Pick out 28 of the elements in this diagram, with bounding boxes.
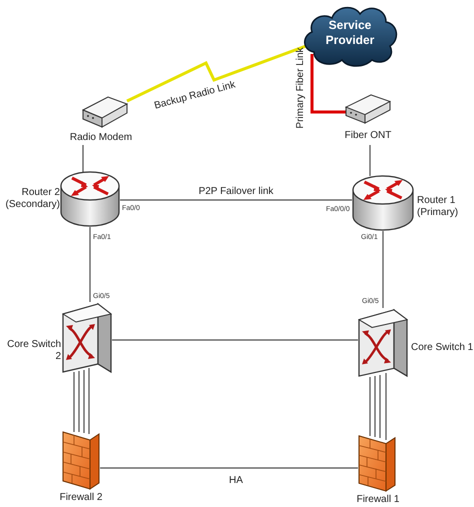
link-line xyxy=(374,376,376,437)
link-line xyxy=(382,231,384,308)
link-line xyxy=(88,368,90,434)
node-label: Core Switch 2 xyxy=(6,339,61,363)
node-label: Core Switch 1 xyxy=(411,342,474,354)
node-label: Fiber ONT xyxy=(344,130,392,142)
edge-label: Primary Fiber Link xyxy=(295,46,307,130)
link-line xyxy=(310,54,346,114)
link-line xyxy=(120,199,352,201)
node-label: Firewall 1 xyxy=(356,494,400,506)
link-line xyxy=(89,227,91,302)
link-line xyxy=(100,467,358,469)
node-label: Service Provider xyxy=(324,18,376,48)
node-label: Router 2 (Secondary) xyxy=(4,187,60,211)
link-line xyxy=(83,370,85,433)
link-line xyxy=(78,371,80,432)
link-line xyxy=(379,375,381,438)
link-line xyxy=(385,373,387,440)
edge-label: Backup Radio Link xyxy=(152,79,238,113)
link-line xyxy=(112,339,358,341)
link-line xyxy=(369,377,371,436)
radio-link xyxy=(126,44,307,102)
node-label: Firewall 2 xyxy=(58,492,104,504)
link-line xyxy=(73,372,75,432)
link-line xyxy=(82,145,84,173)
node-label: Router 1 (Primary) xyxy=(417,195,460,219)
link-line xyxy=(369,145,371,176)
node-label: Radio Modem xyxy=(68,132,134,144)
